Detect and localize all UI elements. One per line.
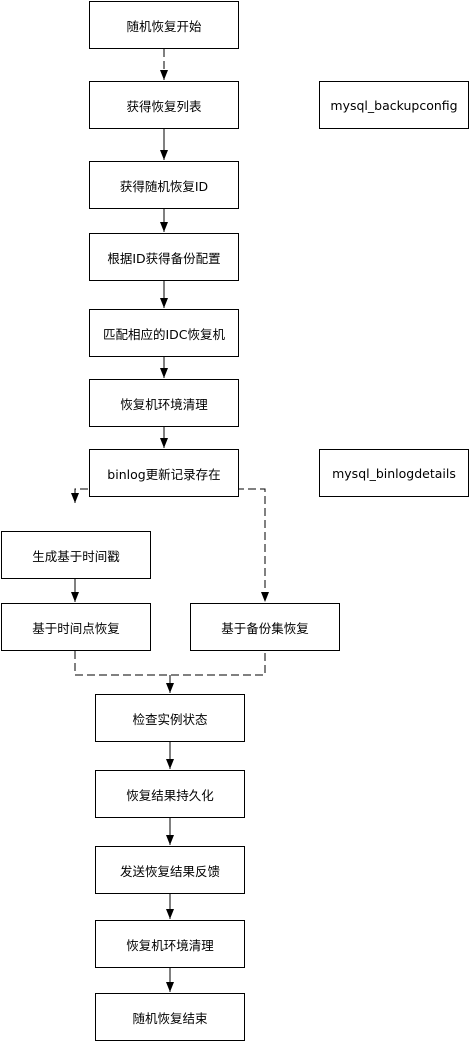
arrow-binlog-to-backupset: [164, 488, 269, 602]
node-check-instance-status: 检查实例状态: [95, 694, 245, 742]
node-binlog-check: binlog更新记录存在: [89, 449, 239, 497]
node-generate-timestamp: 生成基于时间戳: [1, 531, 151, 579]
node-match-idc-machine: 匹配相应的IDC恢复机: [89, 309, 239, 357]
node-get-random-id: 获得随机恢复ID: [89, 161, 239, 209]
node-get-backup-config: 根据ID获得备份配置: [89, 233, 239, 281]
node-get-restore-list: 获得恢复列表: [89, 81, 239, 129]
node-restore-by-timepoint: 基于时间点恢复: [1, 603, 151, 651]
node-restore-by-backupset: 基于备份集恢复: [190, 603, 340, 651]
merge-timepoint: [74, 651, 266, 676]
node-start: 随机恢复开始: [89, 1, 239, 49]
node-env-cleanup-1: 恢复机环境清理: [89, 379, 239, 427]
node-db-binlogdetails: mysql_binlogdetails: [319, 449, 469, 497]
node-send-feedback: 发送恢复结果反馈: [95, 846, 245, 894]
node-end: 随机恢复结束: [95, 993, 245, 1041]
node-persist-result: 恢复结果持久化: [95, 770, 245, 818]
node-env-cleanup-2: 恢复机环境清理: [95, 920, 245, 968]
node-db-backupconfig: mysql_backupconfig: [319, 81, 469, 129]
